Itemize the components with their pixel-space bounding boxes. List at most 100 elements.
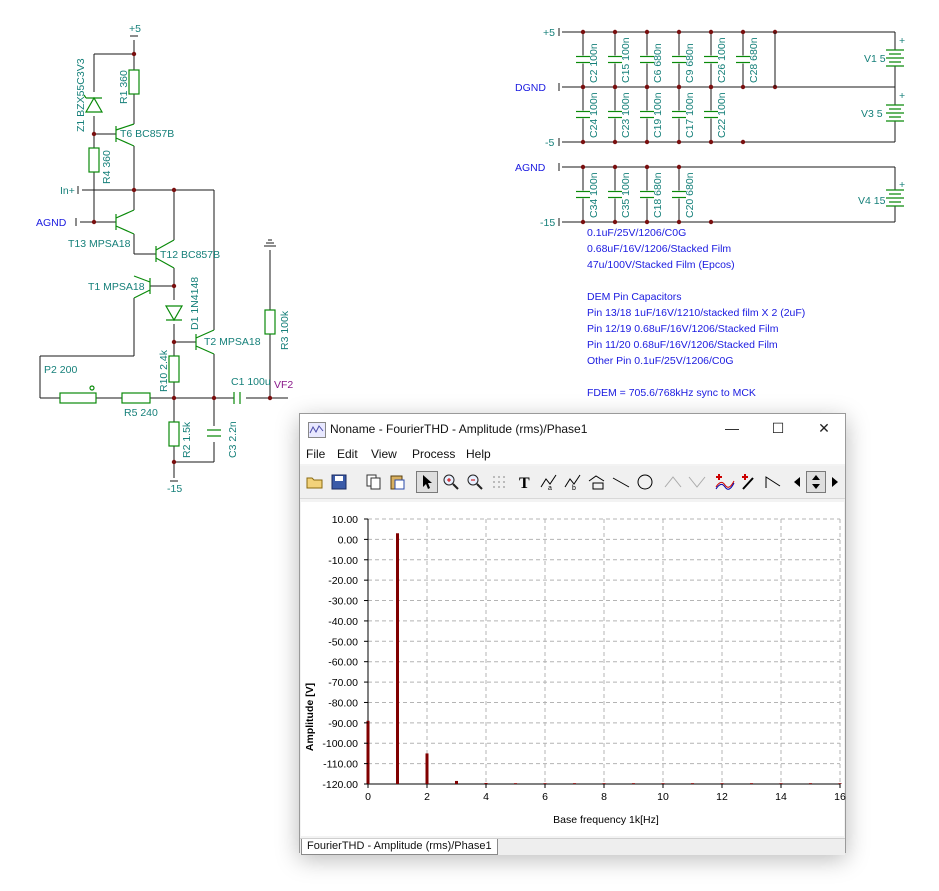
- spectrum-bar: [455, 780, 458, 784]
- line-icon[interactable]: [610, 471, 632, 493]
- arrow-left-icon[interactable]: [790, 471, 804, 493]
- toolbar: T a b: [300, 466, 845, 499]
- menu-edit[interactable]: Edit: [337, 447, 358, 461]
- svg-text:T: T: [519, 475, 530, 492]
- cursor-a-icon[interactable]: a: [538, 471, 560, 493]
- power-sources: + + +: [886, 35, 905, 207]
- spectrum-bar: [573, 783, 576, 784]
- arrow-updown-icon[interactable]: [806, 471, 826, 493]
- label-c26: C26 100n: [716, 37, 728, 83]
- label-d1: D1 1N4148: [189, 277, 201, 330]
- x-tick-label: 2: [424, 791, 430, 803]
- y-tick-label: -120.00: [322, 779, 358, 791]
- label-r4: R4 360: [101, 150, 113, 184]
- label-r3: R3 100k: [279, 310, 291, 350]
- wave-icon[interactable]: [662, 471, 684, 493]
- left-circuit-components: [59, 69, 276, 447]
- y-tick-label: -100.00: [322, 738, 358, 750]
- label-r1: R1 360: [118, 70, 130, 104]
- label-v1: V1 5: [864, 53, 886, 65]
- zoom-in-icon[interactable]: [440, 471, 462, 493]
- label-icon[interactable]: [586, 471, 608, 493]
- note-dem-line-3: Pin 11/20 0.68uF/16V/1206/Stacked Film: [587, 339, 778, 351]
- net-minus15-left: -15: [167, 483, 182, 495]
- x-tick-label: 10: [657, 791, 669, 803]
- spectrum-bar: [779, 783, 783, 784]
- menu-file[interactable]: File: [306, 447, 326, 461]
- x-tick-label: 6: [542, 791, 548, 803]
- spectrum-bar: [425, 753, 429, 784]
- y-tick-label: -50.00: [328, 636, 358, 648]
- y-tick-label: -10.00: [328, 555, 358, 567]
- y-tick-label: -80.00: [328, 697, 358, 709]
- left-circuit-junctions: [91, 51, 273, 465]
- menu-view[interactable]: View: [371, 447, 397, 461]
- label-p2: P2 200: [44, 364, 77, 376]
- y-tick-label: -60.00: [328, 657, 358, 669]
- label-c2: C2 100n: [588, 43, 600, 83]
- spectrum-bar: [691, 783, 694, 784]
- copy-icon[interactable]: [362, 471, 384, 493]
- fourier-thd-window[interactable]: Noname - FourierTHD - Amplitude (rms)/Ph…: [299, 413, 846, 855]
- spectrum-bar: [514, 783, 517, 784]
- menu-help[interactable]: Help: [466, 447, 491, 461]
- note-dem-line-1: Pin 13/18 1uF/16V/1210/stacked film X 2 …: [587, 307, 805, 319]
- pointer-icon[interactable]: [416, 471, 438, 493]
- save-icon[interactable]: [328, 471, 350, 493]
- minimize-button[interactable]: —: [725, 420, 739, 436]
- x-tick-label: 0: [365, 791, 371, 803]
- slope-icon[interactable]: [762, 471, 784, 493]
- label-t13: T13 MPSA18: [68, 238, 131, 250]
- y-tick-label: 10.00: [332, 514, 358, 526]
- y-axis-label: Amplitude [V]: [304, 683, 316, 751]
- text-icon[interactable]: T: [514, 471, 536, 493]
- maximize-button[interactable]: ☐: [771, 420, 785, 436]
- label-c24: C24 100n: [588, 92, 600, 138]
- circle-icon[interactable]: [634, 471, 656, 493]
- note-dem-line-4: Other Pin 0.1uF/25V/1206/C0G: [587, 355, 734, 367]
- net-minus5: -5: [545, 137, 554, 149]
- window-titlebar[interactable]: Noname - FourierTHD - Amplitude (rms)/Ph…: [300, 414, 845, 444]
- label-v4: V4 15: [858, 195, 886, 207]
- y-tick-label: -20.00: [328, 575, 358, 587]
- tab-fourier-thd[interactable]: FourierTHD - Amplitude (rms)/Phase1: [301, 839, 498, 855]
- spectrum-bar: [809, 783, 812, 784]
- amplitude-chart[interactable]: 10.000.00-10.00-20.00-30.00-40.00-50.00-…: [301, 502, 846, 836]
- y-tick-label: -110.00: [323, 759, 358, 771]
- x-tick-label: 14: [775, 791, 787, 803]
- spectrum-bar: [396, 533, 399, 784]
- label-r2: R2 1.5k: [181, 421, 193, 458]
- zoom-100-icon[interactable]: [464, 471, 486, 493]
- add-marker-icon[interactable]: [714, 471, 736, 493]
- label-c19: C19 100n: [652, 92, 664, 138]
- label-c23: C23 100n: [620, 92, 632, 138]
- svg-text:b: b: [572, 485, 576, 492]
- power-rail-wires: [558, 28, 896, 226]
- y-tick-label: -30.00: [328, 596, 358, 608]
- open-folder-icon[interactable]: [304, 471, 326, 493]
- label-c15: C15 100n: [620, 37, 632, 83]
- net-vf2: VF2: [274, 379, 293, 391]
- arrow-right-icon[interactable]: [828, 471, 842, 493]
- window-title: Noname - FourierTHD - Amplitude (rms)/Ph…: [330, 422, 588, 436]
- label-c28: C28 680n: [748, 37, 760, 83]
- probe-icon[interactable]: [738, 471, 760, 493]
- close-button[interactable]: ✕: [818, 420, 830, 436]
- grid-icon[interactable]: [488, 471, 510, 493]
- cursor-b-icon[interactable]: b: [562, 471, 584, 493]
- label-z1: Z1 BZX55C3V3: [75, 58, 87, 132]
- spectrum-bar: [484, 782, 488, 784]
- x-tick-label: 8: [601, 791, 607, 803]
- paste-icon[interactable]: [386, 471, 408, 493]
- menu-process[interactable]: Process: [412, 447, 456, 461]
- label-t12: T12 BC857B: [160, 249, 220, 261]
- wave-icon[interactable]: [686, 471, 708, 493]
- net-plus5-right: +5: [543, 27, 555, 39]
- net-dgnd: DGND: [515, 82, 546, 94]
- svg-text:+: +: [899, 179, 905, 191]
- x-tick-label: 12: [716, 791, 728, 803]
- spectrum-bar: [750, 783, 753, 784]
